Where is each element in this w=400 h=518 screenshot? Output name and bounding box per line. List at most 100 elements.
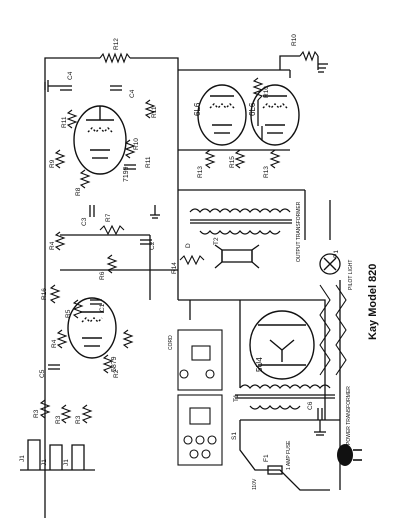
tube-7199 xyxy=(73,105,127,175)
label-r11-third: R11 xyxy=(145,156,152,168)
capacitor-c4-cath xyxy=(124,164,136,170)
capacitor-c1 xyxy=(90,299,102,305)
resistor-r8 xyxy=(79,169,91,189)
label-r12: R12 xyxy=(113,38,120,50)
ground-top-right xyxy=(317,56,328,73)
label-r6: R6 xyxy=(99,271,106,280)
label-c6: C6 xyxy=(307,401,314,410)
label-t1: T1 xyxy=(233,394,240,402)
diagram-title: Kay Model 820 xyxy=(367,264,379,340)
tube-6l6-a-label: 6L6 xyxy=(193,102,202,116)
resistor-r2 xyxy=(102,354,114,374)
part-labels: R12 R10 R10 C4 C4 R11 R11 R10 R11 R9 R8 … xyxy=(19,34,340,466)
tube-5879 xyxy=(67,297,117,359)
ground-cathodes xyxy=(150,205,160,219)
capacitor-symbols xyxy=(48,85,323,420)
tube-6l6-b xyxy=(250,84,300,146)
resistor-r11-plate xyxy=(66,109,78,129)
ground-c6 xyxy=(314,420,326,436)
cord-label: CORD xyxy=(168,335,174,350)
resistor-r13-b xyxy=(269,149,281,169)
label-f1: F1 xyxy=(263,454,270,462)
label-r2: R2 xyxy=(113,369,120,378)
label-r11-cathode: R11 xyxy=(151,106,158,118)
label-s1: S1 xyxy=(231,432,238,440)
power-transformer-symbol xyxy=(235,300,335,410)
label-r4-lower: R4 xyxy=(51,339,58,348)
line-input-wiring xyxy=(239,419,341,491)
resistor-symbols xyxy=(39,50,319,424)
resistor-r16 xyxy=(49,284,61,304)
resistor-r1 xyxy=(122,329,134,349)
tube-layout-block xyxy=(177,329,223,466)
label-r4-upper: R4 xyxy=(49,241,56,250)
label-d: D xyxy=(185,243,192,248)
resistor-r15 xyxy=(234,149,246,169)
label-r11-plate: R11 xyxy=(61,116,68,128)
label-c5: C5 xyxy=(39,369,46,378)
tube-6l6-a xyxy=(197,84,247,146)
output-transformer-symbol xyxy=(189,208,292,235)
capacitor-c4-mid xyxy=(110,85,122,91)
label-c4-top: C4 xyxy=(67,71,74,80)
resistor-r11-cathode xyxy=(144,99,156,119)
jack-j1-a xyxy=(27,439,41,470)
label-r7: R7 xyxy=(105,213,112,222)
label-c1: C1 xyxy=(99,303,106,312)
label-r10-right: R10 xyxy=(291,34,298,46)
label-r13-b: R13 xyxy=(263,166,270,178)
label-r14: R14 xyxy=(171,262,178,274)
label-j1-a: J1 xyxy=(19,455,26,462)
capacitor-c2 xyxy=(140,239,152,245)
resistor-r12 xyxy=(99,52,131,64)
resistor-r3-c xyxy=(81,404,93,424)
label-t2: T2 xyxy=(213,237,220,245)
resistor-r13-a xyxy=(204,149,216,169)
label-r3-b: R3 xyxy=(55,415,62,424)
label-r10-cathode: R10 xyxy=(133,138,140,150)
resistor-r10-right xyxy=(299,50,319,62)
label-j1-b: J1 xyxy=(41,459,48,466)
capacitor-c4-top xyxy=(60,85,72,91)
resistor-r3-b xyxy=(60,404,72,424)
power-transformer-label: POWER TRANSFORMER xyxy=(346,386,352,445)
filament-wiring xyxy=(319,284,347,376)
line-voltage-label: 110V xyxy=(252,478,258,490)
label-j1-c: J1 xyxy=(63,459,70,466)
label-r3-a: R3 xyxy=(33,409,40,418)
pilot-light-icon xyxy=(319,253,341,275)
jack-j1-c xyxy=(71,444,85,470)
capacitor-c3 xyxy=(89,205,95,217)
label-c3: C3 xyxy=(81,217,88,226)
resistor-r4-lower xyxy=(56,329,68,349)
capacitor-c5 xyxy=(48,364,60,370)
resistor-r7 xyxy=(99,224,125,236)
ground-symbols xyxy=(44,56,328,436)
resistor-r6 xyxy=(106,254,118,274)
tube-5879-label: 5879 xyxy=(111,356,118,372)
tube-6l6-b-label: 6L6 xyxy=(248,102,257,116)
label-r9: R9 xyxy=(49,159,56,168)
label-r5: R5 xyxy=(65,309,72,318)
fuse-rating-label: 1 AMP FUSE xyxy=(286,440,292,470)
power-plug-icon xyxy=(337,444,362,466)
label-r16: R16 xyxy=(41,288,48,300)
label-r8: R8 xyxy=(75,187,82,196)
label-p1: P1 xyxy=(333,250,340,258)
tube-5u4-label: 5U4 xyxy=(255,357,264,372)
resistor-r9 xyxy=(54,149,66,169)
ground-c4 xyxy=(44,80,60,92)
label-r3-c: R3 xyxy=(75,415,82,424)
output-transformer-label: OUTPUT TRANSFORMER xyxy=(296,201,302,262)
resistor-r10-output xyxy=(252,77,264,101)
label-c2: C2 xyxy=(149,241,156,250)
speaker-icon xyxy=(214,244,260,269)
tube-5u4 xyxy=(249,310,315,380)
label-r10-output: R10 xyxy=(263,86,270,98)
resistor-r14 xyxy=(179,254,205,266)
capacitor-c6 xyxy=(317,408,323,420)
b-plus-wiring xyxy=(44,55,341,518)
label-r13-a: R13 xyxy=(197,166,204,178)
label-r15: R15 xyxy=(229,156,236,168)
